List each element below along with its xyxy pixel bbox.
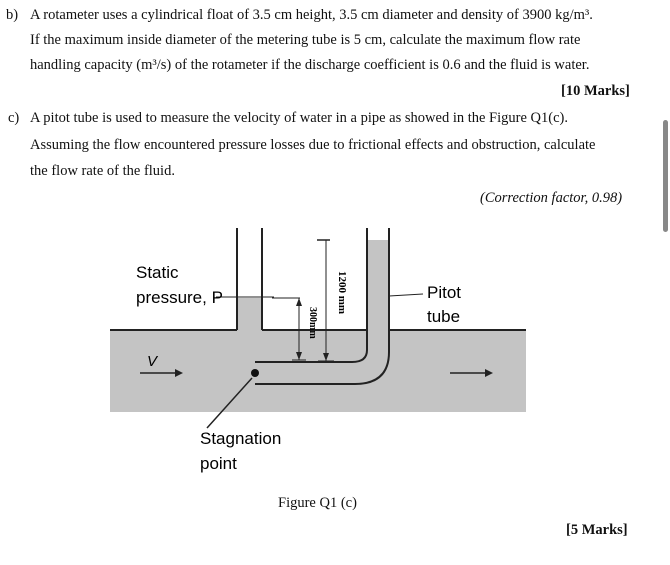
static-pressure-label-2: pressure, P — [136, 288, 223, 307]
question-b-line2: If the maximum inside diameter of the me… — [30, 32, 581, 48]
question-b-line3: handling capacity (m³/s) of the rotamete… — [30, 57, 590, 73]
stagnation-pointer — [206, 377, 253, 429]
dim-300-label: 300mm — [307, 307, 318, 339]
pipe-flow-region — [110, 330, 526, 412]
question-c-line1: A pitot tube is used to measure the velo… — [30, 110, 568, 126]
figure-caption: Figure Q1 (c) — [278, 495, 357, 511]
pitot-tube-bend — [255, 349, 368, 363]
vertical-scrollbar[interactable] — [663, 120, 668, 232]
velocity-label: V — [147, 353, 159, 370]
pitot-tube-label-2: tube — [427, 307, 460, 326]
pitot-tube-label-1: Pitot — [427, 283, 461, 302]
question-c-line3: the flow rate of the fluid. — [30, 163, 175, 179]
question-b-marks: [10 Marks] — [561, 83, 630, 99]
stagnation-point-dot — [251, 369, 259, 377]
pitot-tube-leg — [368, 240, 389, 330]
stagnation-point-label-2: point — [200, 454, 237, 473]
question-b-label: b) — [6, 7, 19, 23]
question-c-line2: Assuming the flow encountered pressure l… — [30, 137, 596, 153]
question-c-marks: [5 Marks] — [566, 522, 628, 538]
stagnation-point-label-1: Stagnation — [200, 429, 281, 448]
static-pressure-label-1: Static — [136, 263, 179, 282]
question-b-line1: A rotameter uses a cylindrical float of … — [30, 7, 593, 23]
question-c-label: c) — [8, 110, 20, 126]
correction-factor-note: (Correction factor, 0.98) — [480, 190, 623, 206]
dim-1200-label: 1200 mm — [336, 271, 348, 314]
